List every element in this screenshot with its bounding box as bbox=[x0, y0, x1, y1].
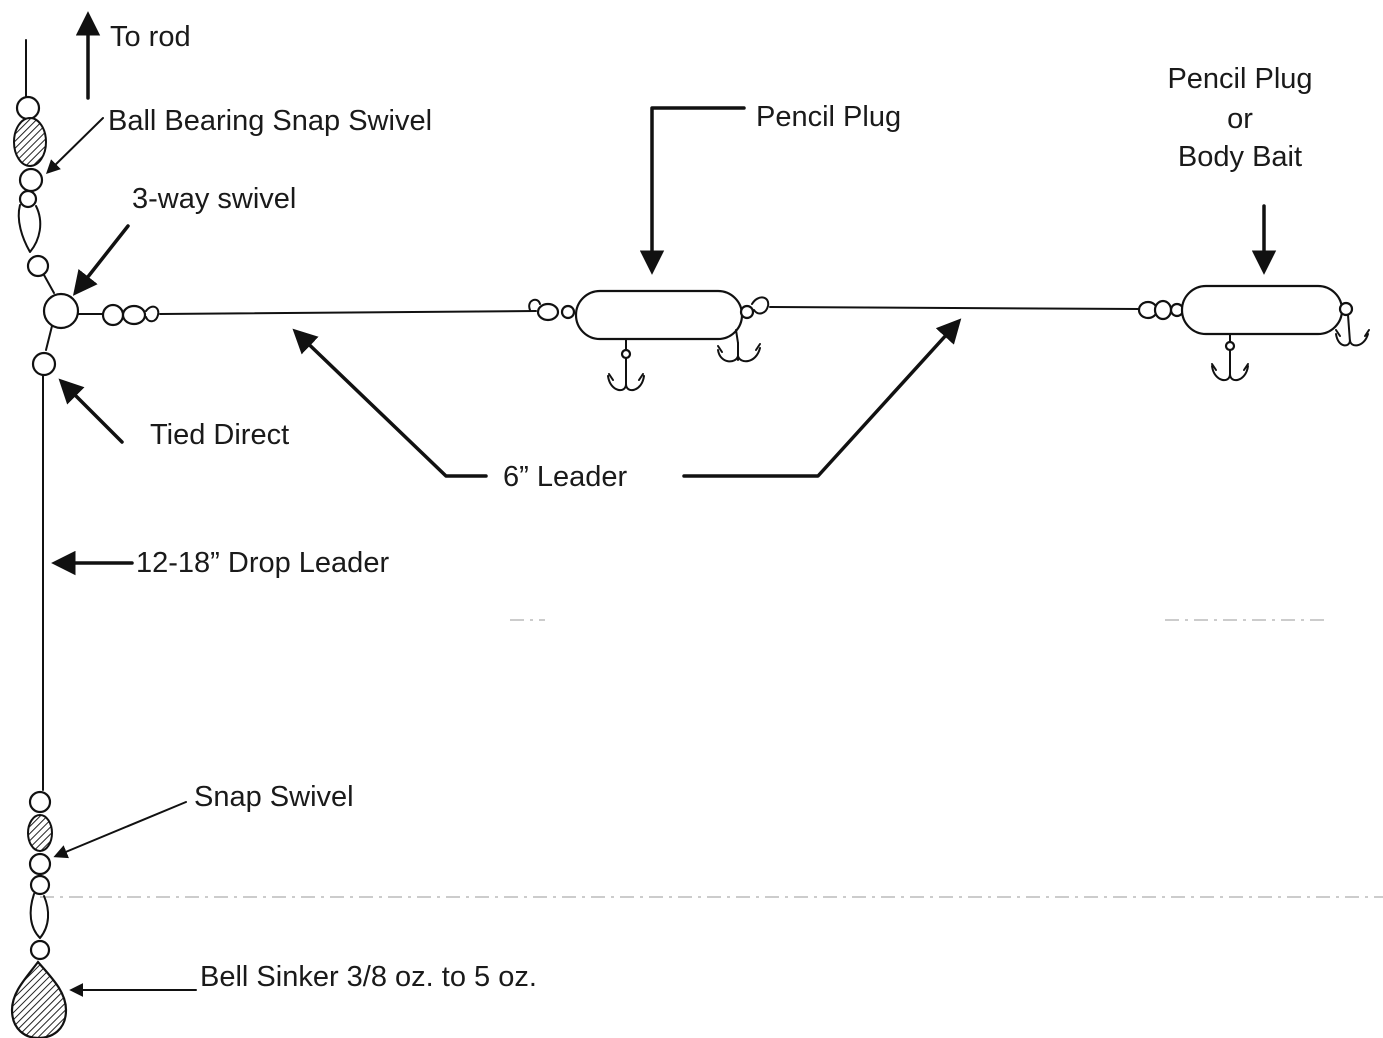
snap-swivel-pointer bbox=[53, 801, 187, 859]
leader-pointer-left bbox=[292, 328, 488, 478]
pencil-plug-label: Pencil Plug bbox=[756, 101, 901, 133]
snap-clip bbox=[17, 204, 42, 253]
three-way-swivel-ring bbox=[42, 292, 80, 330]
ball-bearing-body bbox=[13, 117, 47, 167]
snap-eye bbox=[18, 189, 38, 209]
pencil-plug-2 bbox=[1137, 284, 1370, 382]
side-swivel bbox=[77, 303, 160, 327]
snap-swivel-label: Snap Swivel bbox=[194, 781, 354, 813]
pencil-plug-pointer bbox=[639, 106, 746, 275]
drop-leader-assembly bbox=[31, 325, 57, 791]
tied-direct-label: Tied Direct bbox=[150, 419, 289, 451]
pencil-plug-or-body-bait-line2: or bbox=[1227, 103, 1253, 135]
snap-swivel-ring-top bbox=[28, 790, 52, 814]
bell-sinker-label: Bell Sinker 3/8 oz. to 5 oz. bbox=[200, 961, 537, 993]
snap-swivel-body bbox=[27, 814, 53, 852]
leader-two bbox=[769, 306, 1141, 310]
snap-ring-lower bbox=[26, 254, 50, 278]
three-way-swivel-pointer bbox=[72, 224, 130, 296]
tied-direct-ring bbox=[31, 351, 57, 377]
leader-one bbox=[159, 310, 537, 315]
ball-bearing-pointer bbox=[46, 117, 104, 174]
main-line-assembly bbox=[13, 39, 80, 330]
sinker-assembly bbox=[10, 790, 68, 1038]
tied-direct-pointer bbox=[58, 378, 124, 444]
snap-swivel-ring-bottom bbox=[28, 852, 52, 876]
ball-bearing-ring-bottom bbox=[18, 167, 44, 193]
ball-bearing-snap-swivel-label: Ball Bearing Snap Swivel bbox=[108, 105, 432, 137]
drop-leader-label: 12-18” Drop Leader bbox=[136, 547, 389, 579]
six-inch-leader-label: 6” Leader bbox=[503, 461, 627, 493]
pencil-plug-or-body-bait-line1: Pencil Plug bbox=[1167, 63, 1312, 95]
ball-bearing-ring-top bbox=[15, 95, 41, 121]
to-rod-label: To rod bbox=[110, 21, 191, 53]
three-way-swivel-label: 3-way swivel bbox=[132, 183, 296, 215]
pencil-plug-or-body-bait-line3: Body Bait bbox=[1178, 141, 1302, 173]
leader-pointer-right bbox=[682, 318, 962, 478]
bell-sinker bbox=[10, 960, 68, 1038]
scan-artifacts bbox=[40, 619, 1383, 898]
pencil-plug-1 bbox=[528, 289, 770, 392]
